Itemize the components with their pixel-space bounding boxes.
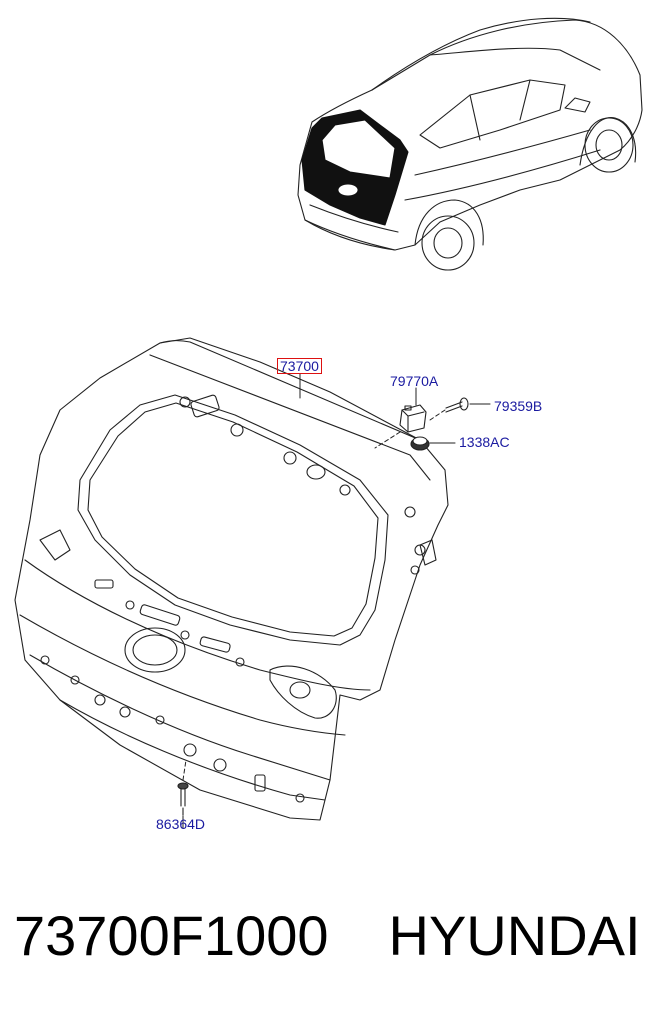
leader-lines: [182, 373, 446, 829]
nut-part: [410, 436, 456, 451]
bolt-part: [445, 397, 491, 413]
tailgate-exploded-view: [14, 17, 643, 829]
callout-79359b[interactable]: 79359B: [494, 398, 543, 414]
screw-part: [177, 782, 189, 816]
callout-79770a[interactable]: 79770A: [390, 373, 439, 389]
callout-86364d[interactable]: 86364D: [156, 816, 206, 832]
callout-73700-text: 73700: [280, 358, 319, 374]
callout-1338ac[interactable]: 1338AC: [459, 434, 510, 450]
vehicle-illustration: [297, 17, 643, 271]
part-caption: 73700F1000 HYUNDAI: [14, 903, 654, 969]
callout-73700[interactable]: 73700: [277, 358, 322, 374]
hinge-part: [399, 404, 427, 433]
tailgate-panel: [14, 337, 449, 821]
part-number: 73700F1000: [14, 904, 329, 967]
brand-name: HYUNDAI: [388, 904, 641, 967]
